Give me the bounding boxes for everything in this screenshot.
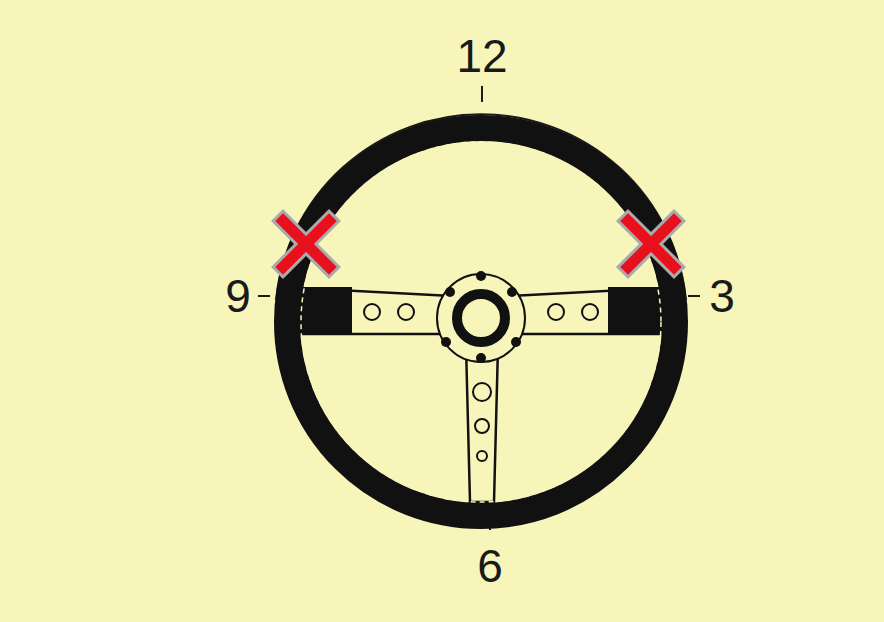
clock-number: 3	[709, 273, 735, 319]
tick-mark	[688, 295, 700, 297]
right-grip	[608, 287, 664, 335]
rim-stitching	[301, 142, 661, 502]
bottom-spoke	[466, 346, 498, 502]
clock-number: 6	[477, 543, 503, 589]
hub-bolts	[441, 271, 521, 363]
hub-plate	[437, 274, 525, 362]
tick-mark	[481, 86, 483, 102]
left-spoke	[300, 288, 452, 334]
hand-position-mark	[283, 221, 329, 267]
wheel-rim	[287, 128, 675, 516]
hub-ring	[457, 294, 505, 342]
left-grip	[300, 287, 352, 335]
clock-number: 12	[456, 33, 507, 79]
tick-mark	[258, 295, 270, 297]
clock-number: 9	[225, 273, 251, 319]
hand-position-mark	[628, 221, 674, 267]
